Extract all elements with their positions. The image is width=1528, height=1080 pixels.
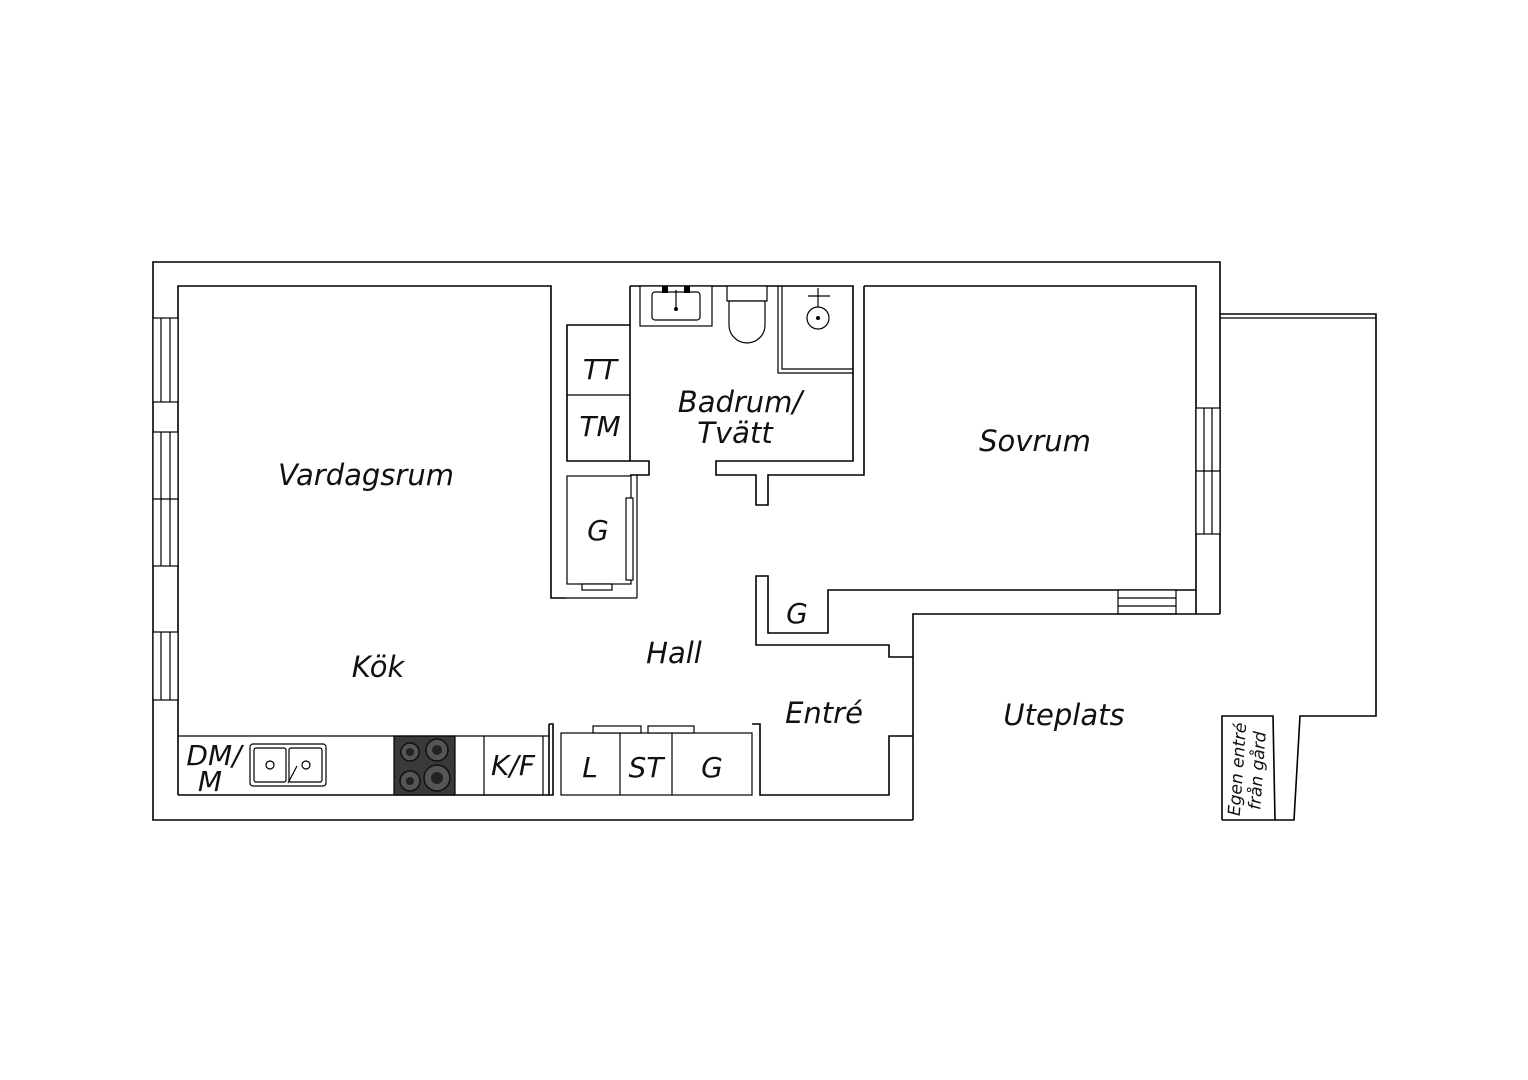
label-m: M	[198, 765, 222, 798]
label-dm: DM/	[186, 739, 244, 772]
label-tt: TT	[583, 353, 619, 386]
bathroom-walls	[566, 285, 865, 506]
window-left-1	[152, 317, 179, 403]
label-wardrobe-entre: G	[701, 751, 723, 784]
kitchen-sink	[249, 743, 327, 787]
label-tvatt: Tvätt	[697, 416, 774, 450]
bathroom-sink	[639, 285, 713, 327]
label-wardrobe-sovrum: G	[786, 597, 808, 630]
label-tm: TM	[579, 410, 620, 443]
toilet	[726, 285, 768, 344]
window-left-3	[152, 631, 179, 701]
entry-storage	[560, 725, 753, 796]
label-st: ST	[629, 751, 666, 784]
label-hall: Hall	[646, 636, 702, 670]
window-left-2	[152, 431, 179, 567]
shower	[777, 286, 853, 374]
label-kok: Kök	[352, 650, 406, 684]
stove	[393, 735, 456, 796]
label-uteplats: Uteplats	[1003, 698, 1124, 732]
label-wardrobe-hall: G	[587, 514, 609, 547]
label-vardagsrum: Vardagsrum	[278, 458, 454, 492]
terrace-outline	[912, 313, 1377, 821]
label-entre: Entré	[785, 696, 863, 730]
entrance-note: Egen entré från gård	[1225, 722, 1271, 817]
bedroom-window-right	[1195, 407, 1221, 535]
hall-wardrobe	[566, 475, 638, 599]
bedroom-walls	[755, 285, 1197, 658]
label-l: L	[582, 751, 598, 784]
label-badrum: Badrum/	[678, 385, 806, 419]
label-sovrum: Sovrum	[979, 424, 1091, 458]
bedroom-window-bottom	[1117, 589, 1177, 615]
label-kf: K/F	[491, 749, 536, 782]
kitchen-counter	[178, 735, 549, 795]
